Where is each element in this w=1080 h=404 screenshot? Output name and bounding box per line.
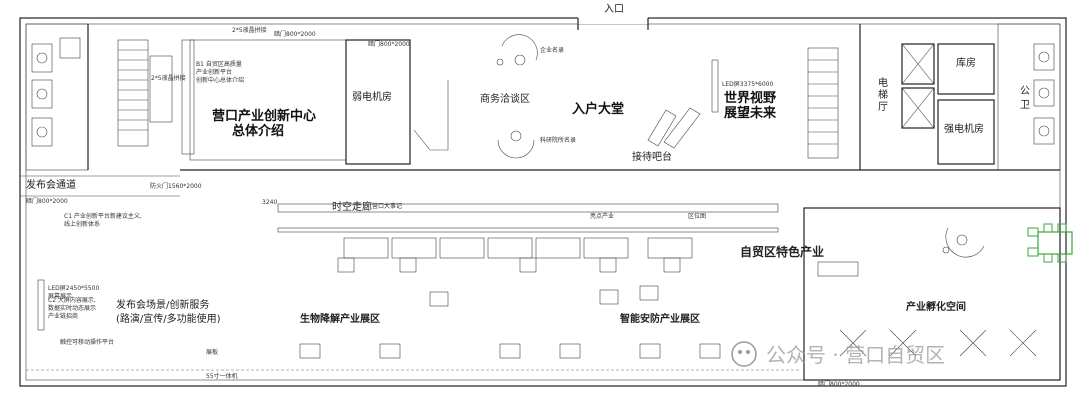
storage-room [937, 43, 995, 95]
led-left-bottom-line-1: LED屏2450*5500 [48, 285, 99, 292]
toilet-block-right [997, 23, 1061, 171]
center-desc-line-2: 产业创新平台 [196, 68, 232, 76]
sofa-set-bottom [497, 130, 535, 159]
timeline-wall [277, 203, 779, 213]
c1-note-line-2: 线上创新体系 [64, 220, 100, 228]
c2-note-line-1: C2 大屏内容展示, [48, 296, 96, 304]
launch-corridor-label: 发布会通道 [26, 178, 76, 191]
reception-counter-a [647, 109, 677, 147]
launch-scene-label: 发布会场景/创新服务 (路演/宣传/多功能使用) [116, 298, 221, 325]
center-title: 营口产业创新中心 总体介绍 [212, 108, 321, 139]
c1-note-line-1: C1 产业创新平台新建议主义, [64, 212, 142, 220]
led-right-label: LED屏3375*6000 [722, 81, 773, 88]
toilet-block [25, 23, 89, 171]
door-label-bottom: 暗门800*2000 [818, 380, 860, 388]
c2-note-line-3: 产业链招商 [48, 312, 78, 320]
business-area-label: 商务洽谈区 [480, 92, 530, 105]
door-label-top-mid: 暗门800*2000 [368, 40, 410, 48]
display-row [337, 237, 693, 273]
touch-screen-label: 55寸一体机 [206, 372, 238, 380]
launch-scene-line-2: (路演/宣传/多功能使用) [116, 312, 221, 325]
small-splice-label: 2*5液晶拼接 [232, 26, 267, 34]
enterprise-list-label: 企业名录 [540, 46, 564, 54]
launch-scene-line-1: 发布会场景/创新服务 [116, 298, 209, 311]
led-splice-label-left: 2*5液晶拼接 [151, 74, 186, 82]
elevator-1 [901, 43, 935, 85]
center-title-line-1: 营口产业创新中心 [212, 108, 316, 124]
bio-area-label: 生物降解产业展区 [300, 312, 380, 325]
stair-right [807, 47, 839, 159]
led-left-bottom-label: LED屏2450*5500 屏幕展示 [48, 285, 101, 300]
power-room [937, 99, 995, 165]
weak-electric-room [345, 39, 411, 165]
dim-3240: 3240 [262, 199, 277, 206]
c2-note: C2 大屏内容展示, 数据实时动态展示 产业链招商 [48, 296, 98, 320]
meeting-sofa [942, 227, 985, 258]
center-desc-line-3: 创新中心总体介绍 [196, 76, 244, 84]
watermark-text: 公众号 · 营口自贸区 [766, 343, 945, 367]
ftz-industry-label: 自贸区特色产业 [740, 244, 824, 259]
advantage-label: 亮点产业 [590, 212, 614, 220]
world-view-line-2: 展望未来 [724, 105, 777, 121]
mobile-platform-label: 触控可移动操作平台 [60, 338, 114, 346]
inner-wall [25, 23, 1061, 381]
door-label-top-left: 暗门800*2000 [274, 30, 316, 38]
public-wc-line-1: 公 [1020, 86, 1030, 97]
reception-label: 接待吧台 [632, 150, 672, 163]
green-meeting-table [1027, 223, 1073, 263]
power-room-label: 强电机房 [944, 122, 984, 135]
door-label-left-mid: 暗门800*2000 [26, 197, 68, 205]
stair-left [117, 39, 149, 147]
fire-door-label: 防火门1560*2000 [150, 182, 202, 190]
storage-label: 库房 [956, 56, 976, 69]
timeline-label: 时空走廊 [332, 200, 372, 213]
entrance-label: 入口 [604, 4, 624, 15]
reception-counter-b [663, 107, 701, 149]
world-view-line-1: 世界视野 [724, 90, 776, 106]
elevator-2 [901, 87, 935, 129]
sofa-set-top [496, 34, 538, 66]
elevator-line-2: 梯 [878, 88, 888, 101]
led-left-bottom-line-2: 屏幕展示 [48, 292, 72, 300]
center-title-line-2: 总体介绍 [232, 123, 284, 139]
display-blocks-bottom [299, 285, 721, 359]
elevator-line-1: 电 [878, 76, 888, 89]
display-panel-label: 展板 [206, 348, 218, 356]
public-wc-line-2: 卫 [1020, 100, 1030, 111]
workstations [839, 329, 1037, 357]
incubation-label: 产业孵化空间 [906, 300, 966, 313]
research-list-label: 科研院所名录 [540, 136, 576, 144]
weak-room-label: 弱电机房 [352, 90, 392, 103]
center-desc-line-1: B1 自贸区高质量 [196, 60, 242, 68]
public-wc-label: 公 卫 [1020, 86, 1033, 111]
intro-room [189, 39, 347, 161]
elevator-line-3: 厅 [878, 102, 888, 113]
security-area-label: 智能安防产业展区 [620, 312, 700, 325]
yingkou-events-label: 营口大事记 [372, 202, 402, 210]
center-desc: B1 自贸区高质量 产业创新平台 创新中心总体介绍 [196, 60, 244, 84]
location-label: 区位图 [688, 212, 706, 220]
c2-note-line-2: 数据实时动态展示 [48, 304, 96, 312]
c1-note: C1 产业创新平台新建议主义, 线上创新体系 [64, 212, 144, 228]
incubation-room [803, 207, 1061, 381]
lobby-label: 入户大堂 [572, 101, 624, 117]
watermark: 公众号 · 营口自贸区 [731, 341, 945, 367]
outer-wall [19, 17, 1067, 387]
elevator-hall-label: 电 梯 厅 [878, 76, 891, 113]
world-view-label: 世界视野 展望未来 [724, 90, 781, 121]
